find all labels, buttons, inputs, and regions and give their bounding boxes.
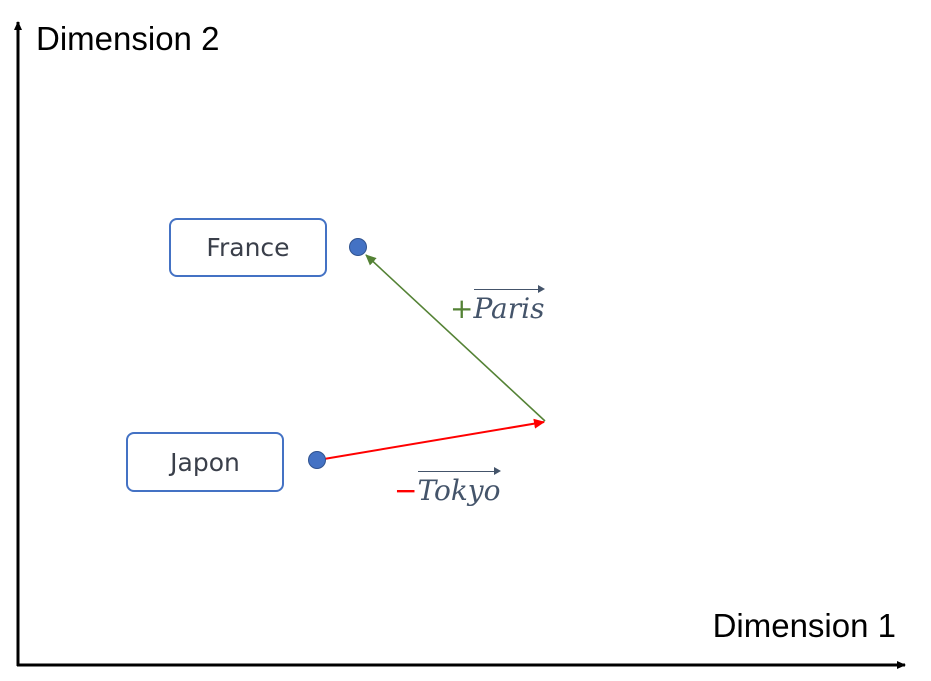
y-axis-title: Dimension 2 [36,20,220,57]
france-label: France [206,233,290,262]
tokyo-vector-word: Tokyo [417,467,502,505]
japon-label-box: Japon [126,432,284,492]
vector-plus-paris [365,254,546,422]
minus-sign: − [394,474,418,507]
point-japon [308,451,326,469]
france-label-box: France [169,218,327,277]
vector-minus-tokyo [317,418,545,461]
plus-paris-label: +Paris [450,285,546,325]
minus-tokyo-label: −Tokyo [394,467,502,507]
x-axis-title: Dimension 1 [712,607,896,644]
paris-vector-word: Paris [473,285,546,323]
point-france [349,238,367,256]
plus-sign: + [450,292,474,325]
japon-label: Japon [170,447,240,477]
